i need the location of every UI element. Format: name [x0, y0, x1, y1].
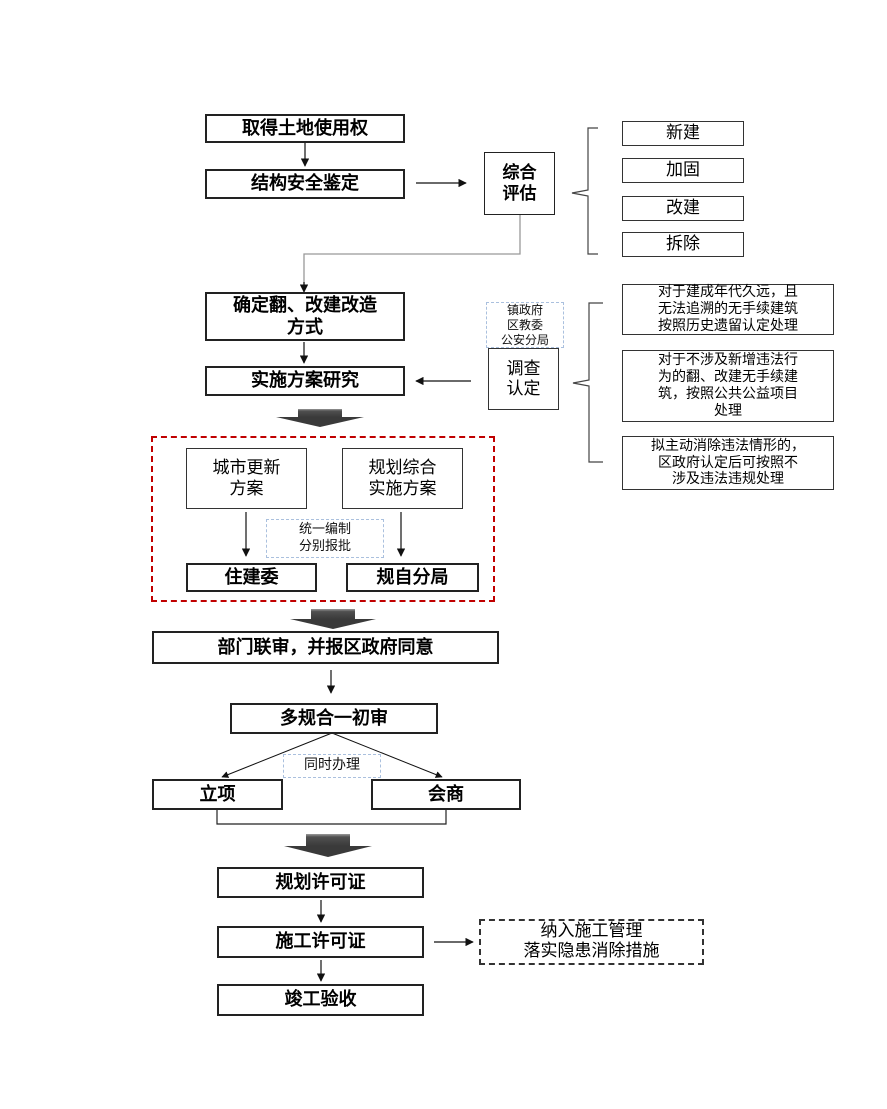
step-determine-method: 确定翻、改建改造 方式 [205, 292, 405, 341]
plan-approval-group [151, 436, 495, 602]
note-unified-label: 统一编制 分别报批 [298, 522, 351, 554]
step-evaluation: 综合 评估 [484, 152, 555, 215]
rule-public-welfare: 对于不涉及新增违法行 为的翻、改建无手续建 筑，按照公共公益项目 处理 [622, 350, 834, 422]
note-unified: 统一编制 分别报批 [266, 519, 384, 558]
option-new-build: 新建 [622, 121, 744, 146]
option-label: 改建 [666, 198, 700, 219]
step-completion-acceptance: 竣工验收 [217, 984, 424, 1016]
step-acquire-land: 取得土地使用权 [205, 114, 405, 143]
step-multi-plan-review: 多规合一初审 [230, 703, 438, 734]
step-consultation-label: 会商 [428, 783, 464, 805]
option-renovate: 改建 [622, 196, 744, 221]
step-structure-check-label: 结构安全鉴定 [251, 173, 359, 195]
option-label: 新建 [666, 123, 700, 144]
connector-project-consult-join [216, 808, 447, 825]
big-down-arrow-2 [290, 609, 376, 629]
step-multi-plan-review-label: 多规合一初审 [280, 707, 388, 729]
rule-label: 对于不涉及新增违法行 为的翻、改建无手续建 筑，按照公共公益项目 处理 [658, 352, 798, 419]
step-completion-acceptance-label: 竣工验收 [284, 989, 357, 1011]
step-housing-committee-label: 住建委 [224, 566, 279, 588]
step-joint-review-label: 部门联审，并报区政府同意 [217, 636, 434, 658]
step-plan-research-label: 实施方案研究 [251, 370, 359, 392]
step-joint-review: 部门联审，并报区政府同意 [152, 631, 499, 664]
note-simultaneous: 同时办理 [283, 754, 381, 778]
note-departments: 镇政府 区教委 公安分局 [486, 302, 564, 348]
step-urban-renewal-plan-label: 城市更新 方案 [212, 458, 281, 499]
step-determine-method-label: 确定翻、改建改造 方式 [233, 294, 377, 338]
rule-self-correction: 拟主动消除违法情形的， 区政府认定后可按照不 涉及违法违规处理 [622, 436, 834, 490]
option-demolish: 拆除 [622, 232, 744, 257]
step-investigation: 调查 认定 [488, 348, 559, 410]
rule-label: 拟主动消除违法情形的， 区政府认定后可按照不 涉及违法违规处理 [651, 437, 805, 488]
note-simultaneous-label: 同时办理 [304, 757, 360, 774]
big-down-arrow-3 [284, 834, 372, 857]
step-planning-bureau: 规自分局 [346, 563, 479, 592]
brace-rules [572, 302, 603, 463]
step-project-approval-label: 立项 [199, 783, 236, 805]
step-project-approval: 立项 [152, 779, 283, 810]
step-structure-check: 结构安全鉴定 [205, 169, 405, 199]
step-construction-permit: 施工许可证 [217, 926, 424, 958]
step-construction-management-label: 纳入施工管理 落实隐患消除措施 [523, 921, 660, 961]
step-planning-permit-label: 规划许可证 [275, 871, 366, 893]
rule-label: 对于建成年代久远，且 无法追溯的无手续建筑 按照历史遗留认定处理 [658, 284, 798, 334]
option-reinforce: 加固 [622, 158, 744, 183]
step-construction-management: 纳入施工管理 落实隐患消除措施 [479, 919, 704, 965]
step-urban-renewal-plan: 城市更新 方案 [186, 448, 307, 509]
step-planning-bureau-label: 规自分局 [376, 566, 449, 588]
connector-evaluation-to-method [303, 215, 521, 290]
note-departments-label: 镇政府 区教委 公安分局 [500, 302, 549, 347]
big-down-arrow-1 [276, 409, 364, 427]
rule-historical: 对于建成年代久远，且 无法追溯的无手续建筑 按照历史遗留认定处理 [622, 284, 834, 335]
option-label: 加固 [666, 160, 700, 181]
step-evaluation-label: 综合 评估 [502, 163, 537, 204]
step-housing-committee: 住建委 [186, 563, 317, 592]
step-acquire-land-label: 取得土地使用权 [242, 117, 368, 139]
step-investigation-label: 调查 认定 [506, 358, 541, 399]
step-plan-research: 实施方案研究 [205, 366, 405, 396]
step-construction-permit-label: 施工许可证 [275, 931, 366, 953]
step-planning-permit: 规划许可证 [217, 867, 424, 898]
step-planning-plan: 规划综合 实施方案 [342, 448, 463, 509]
option-label: 拆除 [666, 234, 700, 255]
brace-options [571, 127, 598, 255]
step-planning-plan-label: 规划综合 实施方案 [368, 458, 437, 499]
step-consultation: 会商 [371, 779, 521, 810]
